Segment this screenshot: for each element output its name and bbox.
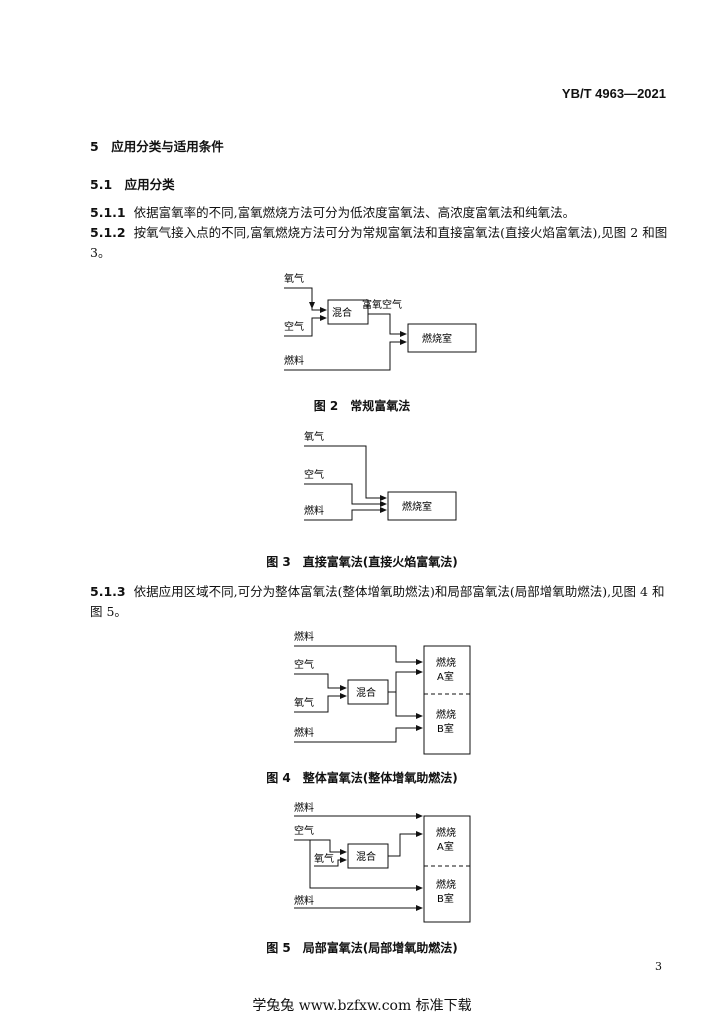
fuel-top-label: 燃料: [294, 801, 314, 814]
figure-4-caption: 图 4 整体富氧法(整体增氧助燃法): [266, 771, 458, 785]
chamber-a-label-1: 燃烧: [436, 656, 456, 669]
air-label: 空气: [304, 468, 324, 481]
oxygen-label: 氧气: [304, 430, 324, 443]
figure-2-diagram: 氧气 空气 燃料 混合 富氧空气 燃烧室: [284, 272, 477, 371]
figure-2-caption: 图 2 常规富氧法: [313, 399, 411, 413]
standard-number: YB/T 4963—2021: [561, 86, 666, 101]
fuel-label: 燃料: [284, 354, 304, 367]
chamber-a-label-2: A室: [437, 670, 454, 683]
mix-label: 混合: [356, 686, 376, 699]
chamber-a-label-2: A室: [437, 840, 454, 853]
combustion-chambers-box: [423, 815, 471, 923]
clause-text: 按氧气接入点的不同,富氧燃烧方法可分为常规富氧法和直接富氧法(直接火焰富氧法),…: [90, 225, 668, 260]
chamber-b-label-1: 燃烧: [436, 708, 456, 721]
oxygen-label: 氧气: [294, 696, 314, 709]
figure-3-diagram: 氧气 空气 燃料 燃烧室: [304, 430, 457, 521]
air-label: 空气: [294, 658, 314, 671]
fuel-label: 燃料: [304, 504, 324, 517]
fuel-bottom-label: 燃料: [294, 894, 314, 907]
oxygen-label: 氧气: [284, 272, 304, 285]
combustion-chambers-box: [423, 645, 471, 755]
section-5-heading: 5 应用分类与适用条件: [90, 139, 224, 154]
air-label: 空气: [284, 320, 304, 333]
mix-box: [327, 299, 369, 325]
mix-label: 混合: [332, 306, 352, 319]
combustion-chamber-label: 燃烧室: [402, 500, 432, 513]
clause-5-1-1: 5.1.1 依据富氧率的不同,富氧燃烧方法可分为低浓度富氧法、高浓度富氧法和纯氧法…: [90, 203, 670, 223]
chamber-b-label-2: B室: [437, 722, 454, 735]
figure-5-diagram: 燃料 空气 氧气 燃料 混合 燃烧 A室 燃烧 B室: [294, 801, 471, 923]
oxygen-label: 氧气: [314, 852, 334, 865]
figure-4-diagram: 燃料 空气 氧气 燃料 混合 燃烧 A室 燃烧 B室: [294, 630, 471, 755]
combustion-chamber-label: 燃烧室: [422, 332, 452, 345]
clause-number: 5.1.3: [90, 584, 126, 599]
download-watermark[interactable]: 学兔兔 www.bzfxw.com 标准下载: [252, 998, 472, 1014]
air-label: 空气: [294, 824, 314, 837]
clause-number: 5.1.2: [90, 225, 126, 240]
fuel-bottom-label: 燃料: [294, 726, 314, 739]
combustion-chamber-box: [407, 323, 477, 353]
chamber-b-label-2: B室: [437, 892, 454, 905]
combustion-chamber-box: [387, 491, 457, 521]
section-5-1-heading: 5.1 应用分类: [90, 177, 175, 192]
mix-label: 混合: [356, 850, 376, 863]
chamber-a-label-1: 燃烧: [436, 826, 456, 839]
figure-5-caption: 图 5 局部富氧法(局部增氧助燃法): [266, 941, 458, 955]
enriched-air-label: 富氧空气: [362, 298, 402, 311]
chamber-b-label-1: 燃烧: [436, 878, 456, 891]
clause-number: 5.1.1: [90, 205, 126, 220]
clause-text: 依据富氧率的不同,富氧燃烧方法可分为低浓度富氧法、高浓度富氧法和纯氧法。: [133, 205, 576, 220]
page-number: 3: [655, 960, 662, 973]
figure-3-caption: 图 3 直接富氧法(直接火焰富氧法): [266, 555, 458, 569]
fuel-top-label: 燃料: [294, 630, 314, 643]
clause-text: 依据应用区域不同,可分为整体富氧法(整体增氧助燃法)和局部富氧法(局部增氧助燃法…: [90, 584, 665, 619]
